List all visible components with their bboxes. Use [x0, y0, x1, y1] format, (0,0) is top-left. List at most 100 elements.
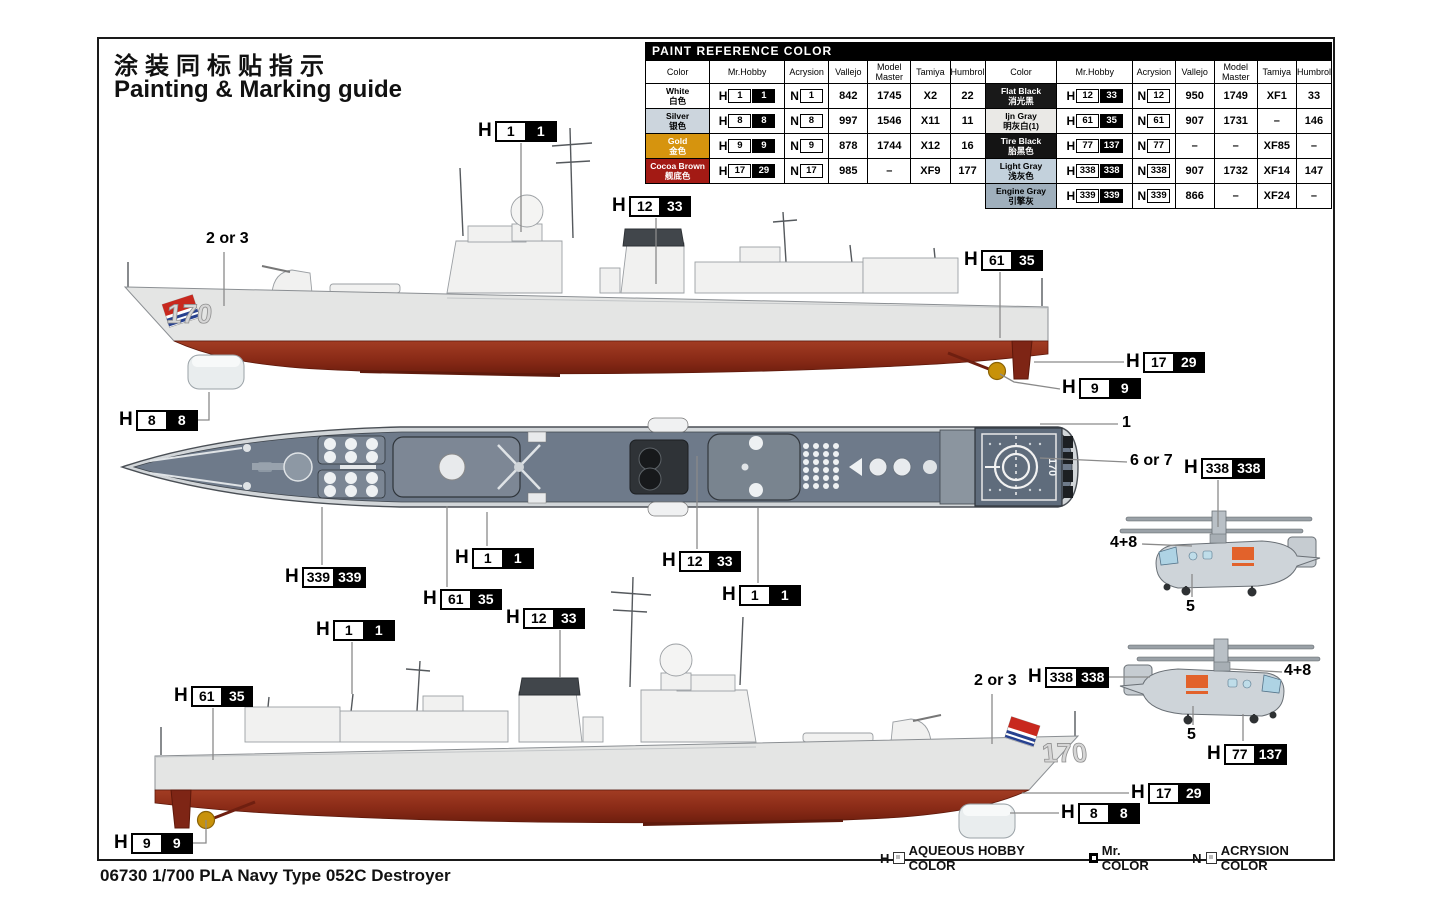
- leader-line: [187, 820, 207, 844]
- page-title-chinese: 涂装同标贴指示: [114, 53, 331, 80]
- part-count-label: 4+8: [1110, 534, 1138, 551]
- legend-aqueous: H AQUEOUS HOBBY COLOR: [880, 843, 1025, 873]
- paint-table-column-header: Color: [644, 60, 711, 84]
- humbrol-cell: 22: [949, 83, 986, 109]
- part-count-label: 2 or 3: [974, 672, 1017, 689]
- tamiya-cell: X11: [910, 108, 951, 134]
- model_master-cell: 1731: [1213, 108, 1258, 134]
- leader-line: [1141, 543, 1193, 547]
- paint-table-column-header: Acrysion: [783, 60, 830, 84]
- leader-line: [999, 373, 1061, 390]
- humbrol-cell: 33: [1295, 83, 1333, 109]
- humbrol-cell: –: [1295, 183, 1333, 209]
- legend-mr-color: Mr. COLOR: [1088, 843, 1167, 873]
- tamiya-cell: XF1: [1256, 83, 1297, 109]
- helipad: 170: [974, 427, 1063, 507]
- paint-table-column-header: Tamiya: [1256, 60, 1297, 84]
- paint-table-column-header: Humbrol: [1295, 60, 1333, 84]
- ship-plan-view: 170: [119, 417, 1079, 517]
- product-code-line: 06730 1/700 PLA Navy Type 052C Destroyer: [100, 866, 451, 885]
- radome: [438, 453, 466, 481]
- ensign-decal: [1004, 716, 1041, 748]
- gun-barrel: [252, 463, 284, 470]
- model_master-cell: 1546: [867, 108, 912, 134]
- model_master-cell: –: [1213, 183, 1258, 209]
- vallejo-cell: 878: [828, 133, 869, 159]
- ship-boat: [647, 417, 689, 433]
- vls-aft: [803, 443, 839, 489]
- paint-table-column-header: Mr.Hobby: [709, 60, 785, 84]
- model_master-cell: –: [867, 158, 912, 184]
- humbrol-cell: 16: [949, 133, 986, 159]
- paint-table-column-header: Color: [984, 60, 1058, 84]
- leader-line: [1229, 668, 1283, 673]
- filled-box-icon: [1088, 853, 1098, 863]
- humbrol-cell: 11: [949, 108, 986, 134]
- vls-forward: [317, 435, 386, 499]
- color-system-legend: H AQUEOUS HOBBY COLOR Mr. COLOR N ACRYSI…: [880, 843, 1330, 873]
- vallejo-cell: 907: [1174, 108, 1215, 134]
- hull-number: 170: [165, 298, 213, 329]
- tamiya-cell: XF9: [910, 158, 951, 184]
- humbrol-cell: 177: [949, 158, 986, 184]
- tamiya-cell: X12: [910, 133, 951, 159]
- vallejo-cell: 950: [1174, 83, 1215, 109]
- vallejo-cell: 907: [1174, 158, 1215, 184]
- legend-acrysion: N ACRYSION COLOR: [1192, 843, 1289, 873]
- tamiya-cell: XF14: [1256, 158, 1297, 184]
- tamiya-cell: XF85: [1256, 133, 1297, 159]
- paint-table-column-header: Vallejo: [828, 60, 869, 84]
- part-count-label: 1: [1122, 414, 1131, 431]
- paint-table-column-header: Tamiya: [910, 60, 951, 84]
- humbrol-cell: 147: [1295, 158, 1333, 184]
- model_master-cell: 1744: [867, 133, 912, 159]
- tamiya-cell: –: [1256, 108, 1297, 134]
- vallejo-cell: 842: [828, 83, 869, 109]
- vallejo-cell: 997: [828, 108, 869, 134]
- part-count-label: 4+8: [1284, 662, 1312, 679]
- ship-boat: [647, 501, 689, 517]
